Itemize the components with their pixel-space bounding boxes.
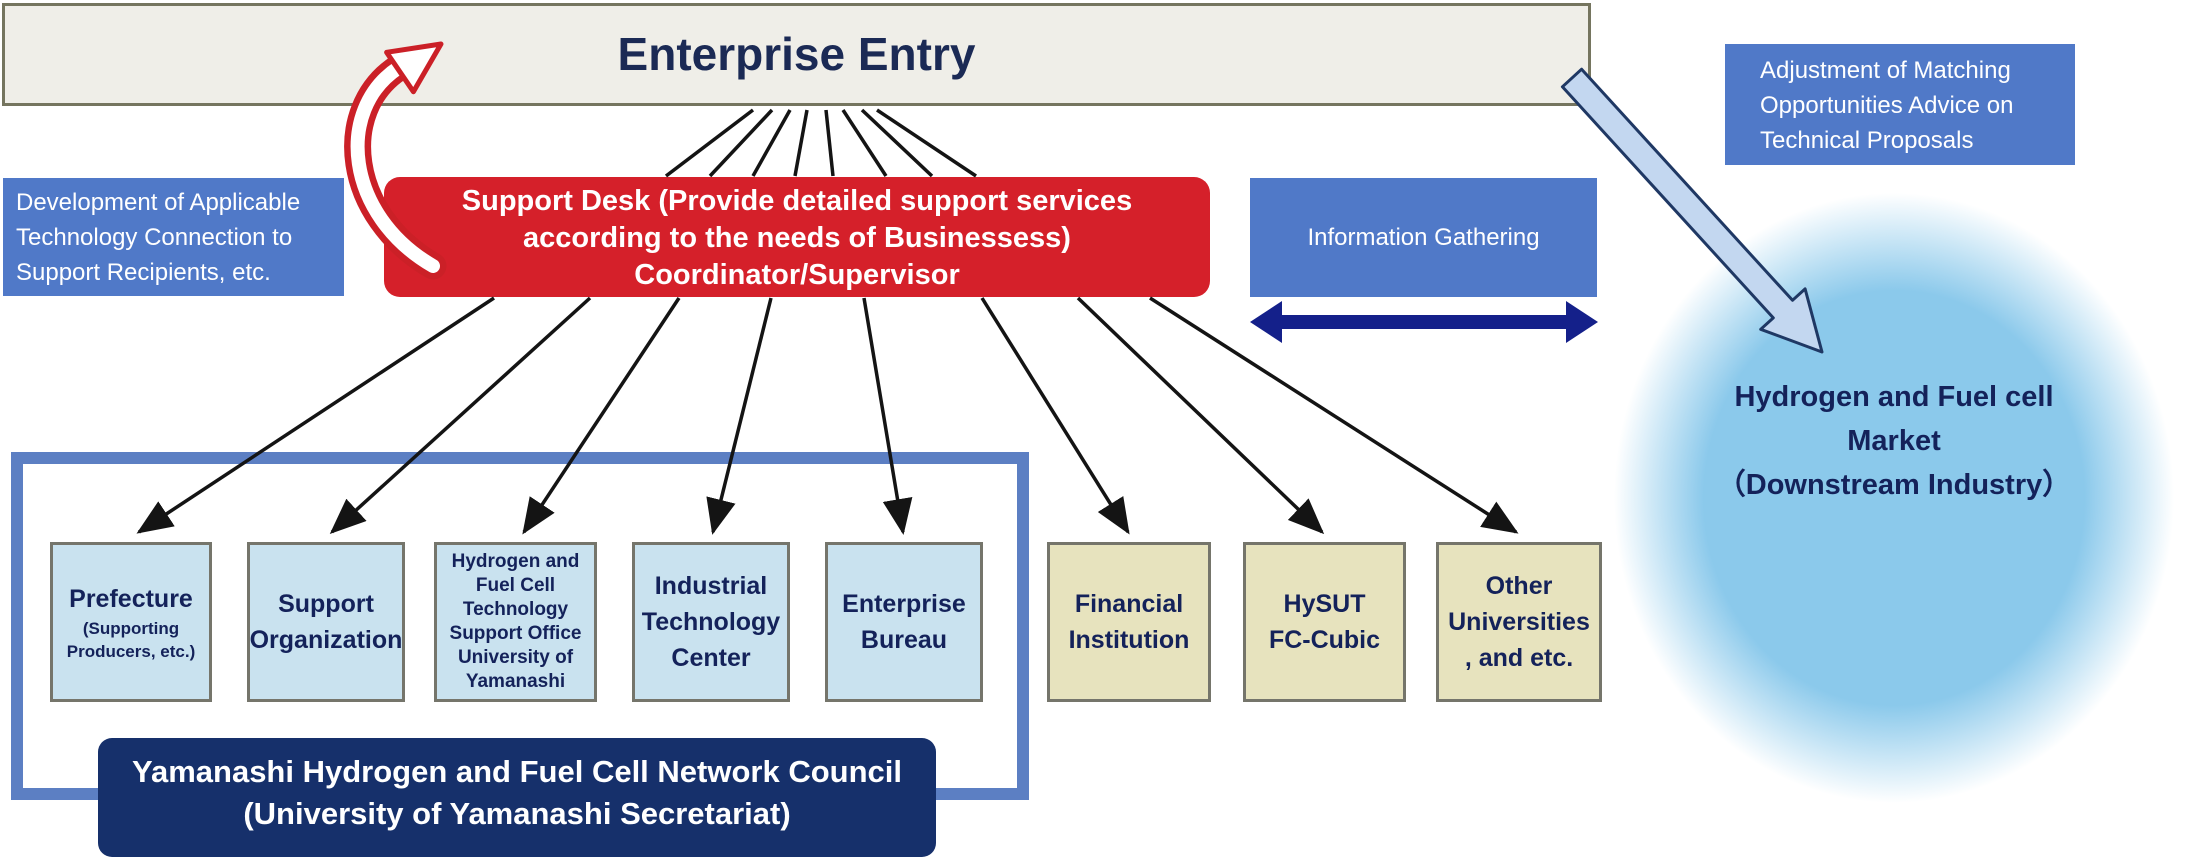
partner-box-financial-institution: Financial Institution [1047, 542, 1211, 702]
partner-box-other-universities: Other Universities , and etc. [1436, 542, 1602, 702]
member-box-industrial-technology-center: Industrial Technology Center [632, 542, 790, 702]
support-desk-box: Support Desk (Provide detailed support s… [384, 177, 1210, 297]
development-label: Development of Applicable Technology Con… [3, 178, 344, 296]
member-box-support-organization: Support Organization [247, 542, 405, 702]
market-circle-label: Hydrogen and Fuel cell Market （Downstrea… [1716, 381, 2072, 501]
member-box-hydrogen-office: Hydrogen and Fuel Cell Technology Suppor… [434, 542, 597, 702]
information-gathering-label: Information Gathering [1250, 178, 1597, 297]
hydrogen-market-circle: Hydrogen and Fuel cell Market （Downstrea… [1614, 193, 2174, 803]
member-box-enterprise-bureau: Enterprise Bureau [825, 542, 983, 702]
entry-to-desk-fan-lines [664, 108, 977, 178]
information-gathering-double-arrow [1250, 301, 1598, 343]
enterprise-entry-bar: Enterprise Entry [2, 3, 1591, 106]
adjustment-label: Adjustment of Matching Opportunities Adv… [1725, 44, 2075, 165]
partner-box-hysut-fc-cubic: HySUT FC-Cubic [1243, 542, 1406, 702]
network-council-box: Yamanashi Hydrogen and Fuel Cell Network… [98, 738, 936, 857]
member-box-prefecture: Prefecture (Supporting Producers, etc.) [50, 542, 212, 702]
enterprise-entry-title: Enterprise Entry [617, 28, 976, 80]
